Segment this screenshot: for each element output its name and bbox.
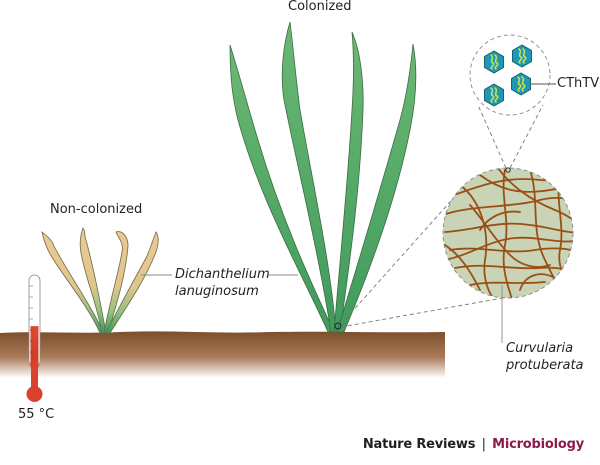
virus-rna-strand [494, 87, 499, 103]
virus-label: CThTV [557, 76, 600, 91]
publisher-name: Nature Reviews [362, 437, 476, 452]
virus-rna-strand [521, 76, 526, 92]
virus-rna-strand [522, 48, 527, 64]
virus-rna-strand [494, 54, 499, 70]
thermometer-icon [26, 274, 43, 402]
magnification-point [334, 322, 342, 330]
virus-particle-icon [484, 83, 504, 107]
plant-species-label-line1: Dichanthelium [175, 267, 270, 282]
fungus-label-line1: Curvularia [506, 341, 574, 356]
soil [0, 331, 445, 378]
virus-rna-strand [490, 87, 495, 103]
fungus-magnified-view [442, 167, 574, 299]
virus-rna-strand [518, 48, 523, 64]
virus-rna-strand [517, 76, 522, 92]
non-colonized-label: Non-colonized [50, 202, 143, 217]
plant-species-label-line2: lanuginosum [175, 284, 259, 299]
credit-separator: | [481, 437, 486, 452]
fungus-label-line2: protuberata [506, 358, 584, 373]
zoom-lines-virus [477, 104, 544, 169]
magnification-point-fungus [505, 167, 511, 173]
virus-particle-icon [484, 50, 504, 74]
journal-credit: Nature Reviews | Microbiology [363, 437, 584, 452]
non-colonized-plant [41, 227, 159, 334]
virus-magnified-view [469, 34, 556, 116]
colonized-plant [229, 21, 417, 333]
temperature-label: 55 °C [18, 407, 55, 422]
zoom-lines-fungus [340, 192, 509, 328]
virus-particle-icon [511, 72, 531, 96]
virus-particle-icon [512, 44, 532, 68]
colonized-label: Colonized [288, 0, 352, 14]
journal-name: Microbiology [492, 437, 584, 452]
virus-rna-strand [490, 54, 495, 70]
thermometer-level [30, 326, 39, 368]
